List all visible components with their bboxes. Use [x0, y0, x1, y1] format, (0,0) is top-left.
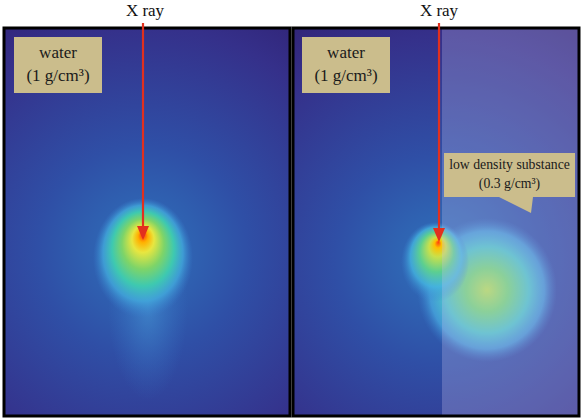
- xray-arrow: [137, 23, 149, 240]
- label-text: water (1 g/cm³): [314, 42, 378, 88]
- low-density-region: [442, 28, 579, 416]
- material-label: water (1 g/cm³): [302, 37, 390, 93]
- panel-border: [4, 28, 290, 416]
- water-panel: [4, 28, 290, 416]
- panel-border: [293, 28, 579, 416]
- callout-pointer: [499, 197, 533, 214]
- xray-arrow: [433, 23, 445, 242]
- material-label: water (1 g/cm³): [14, 37, 102, 93]
- beam-label: X ray: [420, 1, 458, 21]
- material-callout: low density substance (0.3 g/cm³): [444, 153, 575, 197]
- label-text: water (1 g/cm³): [26, 42, 90, 88]
- label-text: low density substance (0.3 g/cm³): [449, 156, 570, 193]
- mixed-panel: [293, 28, 579, 416]
- beam-label: X ray: [126, 1, 164, 21]
